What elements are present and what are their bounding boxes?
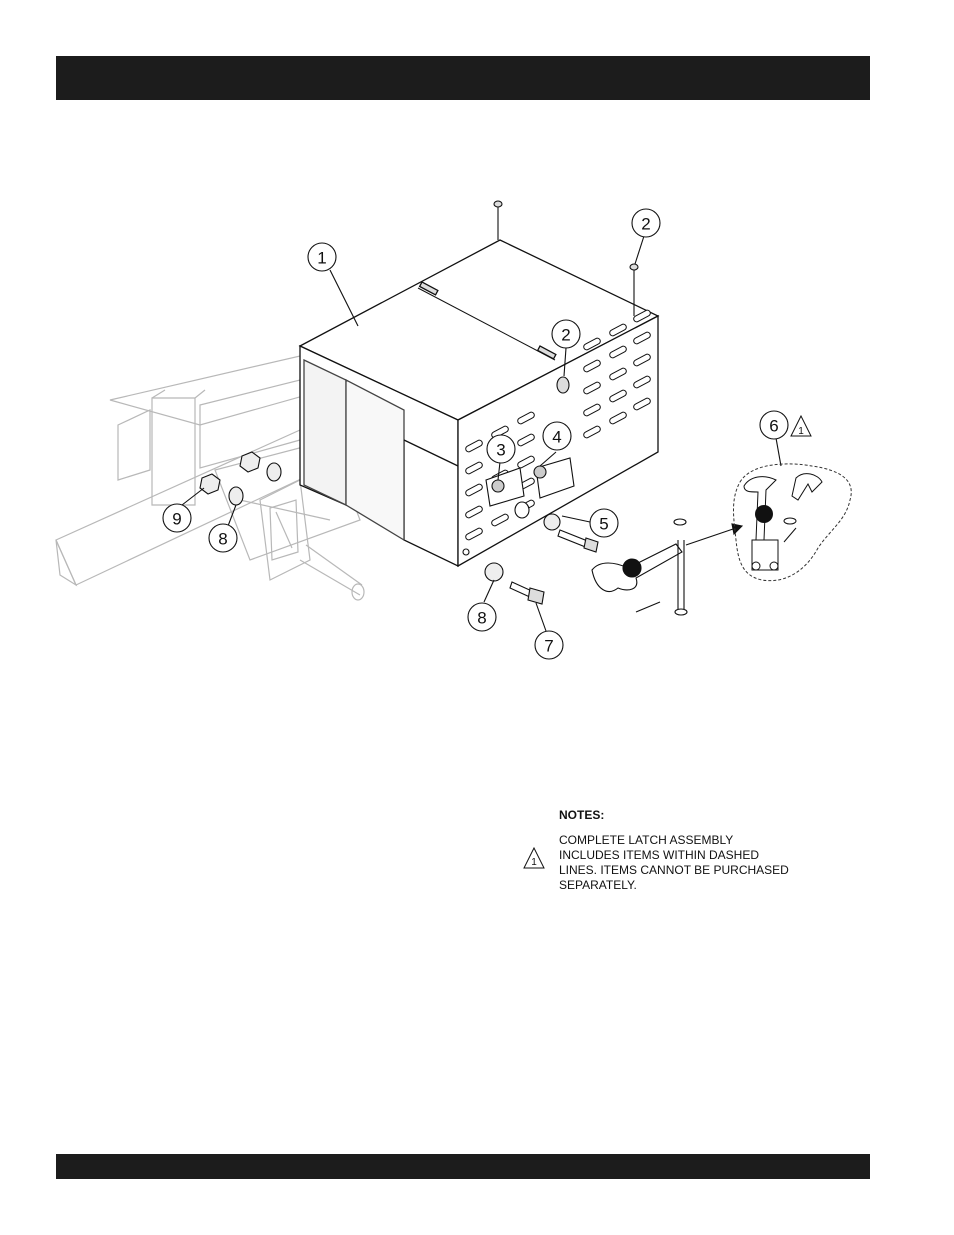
notes-marker-label: 1: [531, 857, 537, 868]
callout-label: 3: [496, 441, 505, 460]
callout-c3: 3: [487, 435, 515, 463]
notes-title: NOTES:: [559, 808, 604, 822]
callout-label: 8: [218, 530, 227, 549]
warning-triangle-icon: 1: [522, 846, 546, 870]
callout-c9: 9: [163, 504, 191, 532]
callout-c2a: 2: [632, 209, 660, 237]
note-marker-triangle: 1: [791, 416, 811, 437]
callout-label: 5: [599, 515, 608, 534]
callout-label: 2: [561, 326, 570, 345]
callout-label: 6: [769, 417, 778, 436]
callout-label: 8: [477, 609, 486, 628]
callout-label: 1: [317, 249, 326, 268]
callout-label: 4: [552, 428, 561, 447]
callout-c4: 4: [543, 422, 571, 450]
footer-bar: [56, 1154, 870, 1179]
callout-c8a: 8: [468, 603, 496, 631]
latch-assembly-detail: [734, 464, 852, 581]
callout-label: 7: [544, 637, 553, 656]
note-marker-label: 1: [798, 426, 804, 437]
callout-c6: 6: [760, 411, 788, 439]
callout-c8b: 8: [209, 524, 237, 552]
callout-c5: 5: [590, 509, 618, 537]
callout-c7: 7: [535, 631, 563, 659]
callout-label: 2: [641, 215, 650, 234]
callout-c1: 1: [308, 243, 336, 271]
notes-body: COMPLETE LATCH ASSEMBLY INCLUDES ITEMS W…: [559, 833, 849, 893]
callout-label: 9: [172, 510, 181, 529]
callout-c2b: 2: [552, 320, 580, 348]
